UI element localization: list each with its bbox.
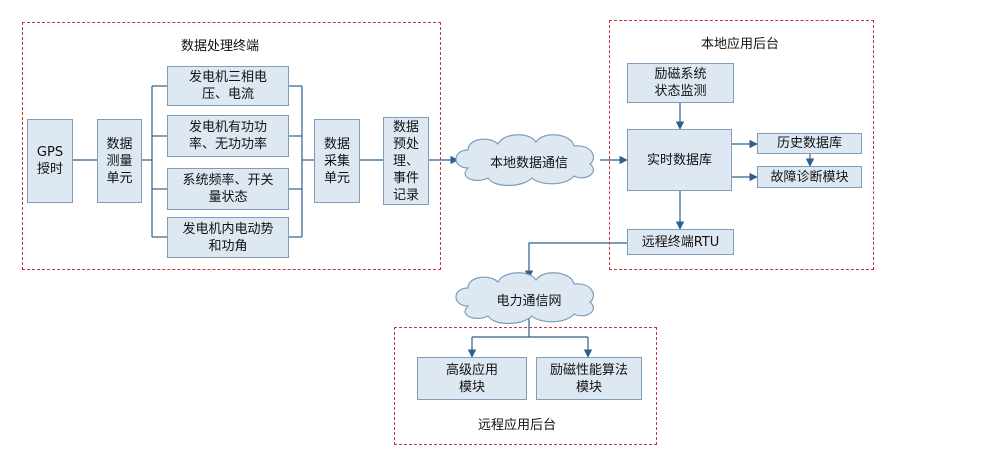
node-preprocess-event-log: 数据 预处 理、 事件 记录 [383, 117, 429, 205]
node-history-database: 历史数据库 [757, 133, 862, 154]
node-gps-timing: GPS 授时 [27, 119, 73, 203]
region-data-terminal [22, 22, 441, 270]
region-remote-backend [394, 327, 657, 445]
region-local-backend [609, 20, 874, 270]
node-system-frequency-switch: 系统频率、开关 量状态 [167, 168, 289, 210]
node-excitation-algorithm: 励磁性能算法 模块 [536, 357, 642, 400]
node-realtime-database: 实时数据库 [627, 129, 732, 191]
node-data-measure-unit: 数据 测量 单元 [97, 119, 142, 203]
cloud-local-data-comm: 本地数据通信 [489, 155, 568, 171]
node-gen-active-reactive-power: 发电机有功功 率、无功功率 [167, 115, 289, 157]
cloud-shape-power-net [455, 272, 595, 325]
node-fault-diagnosis: 故障诊断模块 [757, 166, 862, 188]
region-title-remote-backend: 远程应用后台 [478, 418, 557, 433]
region-title-local-backend: 本地应用后台 [701, 37, 780, 52]
cloud-shape-local-comm [455, 134, 595, 187]
node-excitation-monitor: 励磁系统 状态监测 [627, 63, 734, 103]
node-remote-rtu: 远程终端RTU [627, 229, 734, 255]
node-gen-emf-power-angle: 发电机内电动势 和功角 [167, 217, 289, 258]
node-advanced-application: 高级应用 模块 [417, 357, 527, 400]
region-title-data-terminal: 数据处理终端 [181, 39, 260, 54]
edge-rtu-powernet [524, 242, 627, 279]
node-data-collect-unit: 数据 采集 单元 [314, 119, 360, 203]
node-gen-voltage-current: 发电机三相电 压、电流 [167, 66, 289, 106]
cloud-power-comm-net: 电力通信网 [496, 293, 562, 309]
